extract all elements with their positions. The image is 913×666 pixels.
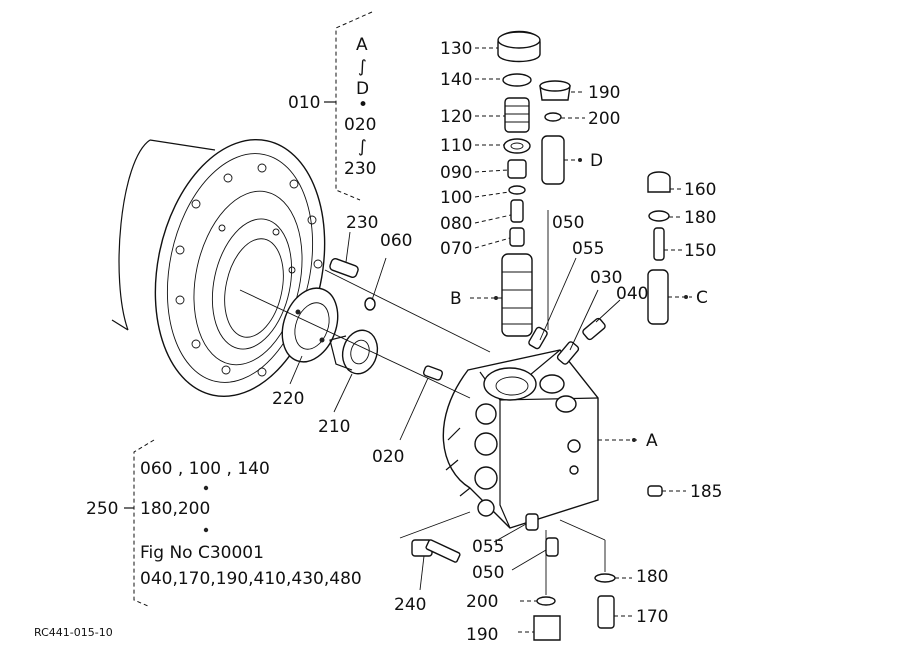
oring-100	[508, 185, 526, 195]
label-120: 120	[440, 107, 472, 127]
oring-060	[364, 297, 376, 311]
poppet-070	[509, 227, 525, 247]
spool-090	[507, 159, 527, 179]
group-010-line-5: 020	[344, 115, 376, 135]
pin-020	[422, 365, 444, 381]
group-010-line-4: •	[358, 95, 368, 115]
fitting-050-bottom	[545, 537, 559, 557]
label-030: 030	[590, 268, 622, 288]
label-055-top: 055	[572, 239, 604, 259]
label-040: 040	[616, 284, 648, 304]
label-070: 070	[440, 239, 472, 259]
group-250-line-1: 060 , 100 , 140	[140, 459, 270, 479]
label-B: B	[450, 289, 462, 309]
label-190-bottom: 190	[466, 625, 498, 645]
plug-190-top	[539, 80, 571, 101]
bolt-240	[411, 539, 461, 563]
fitting-030	[556, 341, 580, 365]
label-130: 130	[440, 39, 472, 59]
bracket-250	[124, 439, 155, 607]
label-100: 100	[440, 188, 472, 208]
group-010-text: 010 A ∫ D • 020 ∫ 230	[288, 35, 376, 179]
washer-110	[503, 138, 531, 154]
label-020: 020	[372, 447, 404, 467]
drawing-reference: RC441-015-10	[34, 626, 113, 639]
group-250-line-2: 180,200	[140, 499, 210, 519]
spring-080	[510, 199, 524, 223]
oring-180-bottom	[594, 573, 616, 583]
label-185: 185	[690, 482, 722, 502]
group-250-code: 250	[86, 499, 118, 519]
label-230: 230	[346, 213, 378, 233]
plug-190-bottom	[533, 615, 561, 641]
group-010-line-7: 230	[344, 159, 376, 179]
label-220: 220	[272, 389, 304, 409]
label-170: 170	[636, 607, 668, 627]
spring-120	[504, 97, 530, 133]
part-labels: 130 140 120 110 090 100 080 070 190 200 …	[272, 39, 722, 645]
fitting-040	[582, 317, 606, 341]
label-190-top: 190	[588, 83, 620, 103]
label-160: 160	[684, 180, 716, 200]
group-250-text: 250 060 , 100 , 140 180,200 Fig No C3000…	[86, 459, 362, 589]
plug-185	[647, 485, 663, 497]
leader-lines	[239, 47, 692, 633]
bracket-010	[324, 11, 373, 201]
oring-180-top	[648, 210, 670, 222]
spring-150	[653, 227, 665, 261]
label-055-bottom: 055	[472, 537, 504, 557]
label-050-bottom: 050	[472, 563, 504, 583]
label-200-top: 200	[588, 109, 620, 129]
oring-200-top	[544, 112, 562, 122]
label-090: 090	[440, 163, 472, 183]
oring-200-bottom	[536, 596, 556, 606]
spool-C	[647, 269, 669, 325]
cap-130	[497, 30, 541, 63]
group-010-line-6: ∫	[358, 137, 367, 157]
group-010-code: 010	[288, 93, 320, 113]
label-200-bottom: 200	[466, 592, 498, 612]
group-250-line-3: Fig No C30001	[140, 543, 264, 563]
group-010-line-3: D	[356, 79, 369, 99]
fitting-055-top	[528, 326, 548, 350]
cap-160	[647, 171, 671, 193]
label-180-top: 180	[684, 208, 716, 228]
fitting-170	[597, 595, 615, 629]
group-250-line-4: 040,170,190,410,430,480	[140, 569, 362, 589]
spool-D	[541, 135, 565, 185]
group-010-line-1: A	[356, 35, 368, 55]
valve-spool-B	[501, 253, 533, 337]
group-010-line-2: ∫	[358, 57, 367, 77]
bearing-210	[329, 329, 379, 375]
fitting-055-bottom	[525, 513, 539, 531]
label-140: 140	[440, 70, 472, 90]
label-D: D	[590, 151, 603, 171]
label-060: 060	[380, 231, 412, 251]
label-C: C	[696, 288, 708, 308]
label-080: 080	[440, 214, 472, 234]
oring-140	[502, 73, 532, 87]
valve-body	[442, 349, 599, 529]
pin-230	[329, 258, 359, 278]
label-210: 210	[318, 417, 350, 437]
label-050-top: 050	[552, 213, 584, 233]
label-240: 240	[394, 595, 426, 615]
label-A: A	[646, 431, 658, 451]
label-180-bottom: 180	[636, 567, 668, 587]
motor-housing	[111, 139, 326, 397]
label-110: 110	[440, 136, 472, 156]
label-150: 150	[684, 241, 716, 261]
